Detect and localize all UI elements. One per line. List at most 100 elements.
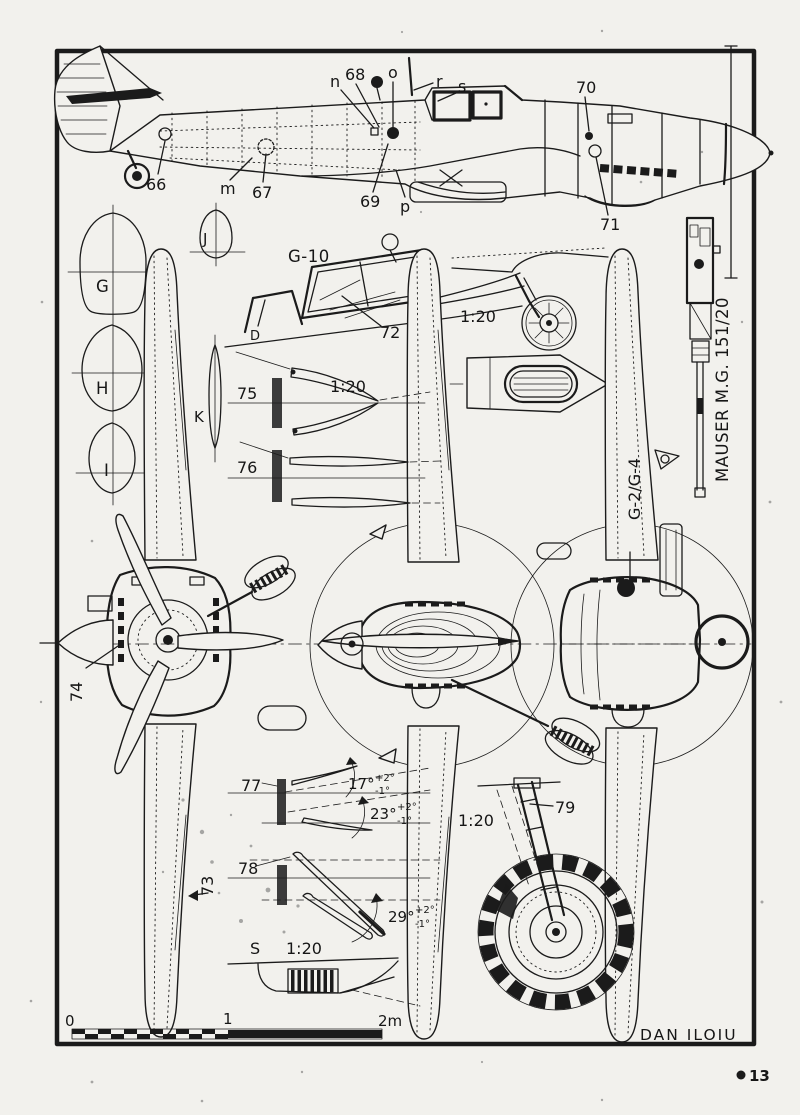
right-spinner-circle [694, 614, 750, 670]
left-gear-tire [244, 555, 296, 601]
angle-29: 29° [388, 908, 415, 926]
fuselage-outline [109, 85, 771, 207]
left-prop-blade-lower [114, 660, 170, 775]
callout-68: 68 [345, 65, 365, 84]
left-prop-blade-right [177, 631, 284, 651]
radiator-scale: 1:20 [286, 939, 322, 958]
surface-detail-77: 77 17° +2° -1° 23° +2° -1° [227, 757, 431, 839]
section-H-label: H [96, 379, 109, 398]
side-view-callouts: 66 m 67 n 68 o 69 p r s 70 71 [146, 63, 620, 234]
plan-view-right: G-2/G-4 [510, 248, 754, 1043]
right-wing-radiator [659, 523, 683, 597]
tailwheel-spokes [528, 302, 570, 344]
canopy-detail-title: G-10 [288, 247, 330, 266]
surface-detail-75: 75 1:20 [227, 351, 431, 436]
surface-detail-78: 78 29° +2° -1° [227, 851, 441, 943]
callout-m: m [220, 179, 236, 198]
fuselage-side-view: 66 m 67 n 68 o 69 p r s 70 71 [53, 45, 774, 234]
center-oil-cooler [411, 687, 441, 709]
radiator-section-detail: S 1:20 [227, 939, 421, 1007]
cross-sections: G H I J K [67, 202, 246, 506]
section-D-label: D [250, 329, 260, 344]
surface-detail-76: 76 [227, 441, 441, 508]
left-lower-wing [143, 723, 197, 1038]
gear-tire-tread [478, 854, 634, 1010]
angle-23-minus: -1° [397, 816, 412, 827]
rotation-arrow-bottom [378, 748, 397, 764]
canopy-loop-antenna [381, 233, 399, 251]
callout-71: 71 [600, 215, 620, 234]
callout-r: r [436, 72, 443, 91]
tail-fairing-plan [449, 354, 629, 413]
rudder-hatching [56, 63, 108, 135]
angle-23: 23° [370, 805, 397, 823]
angle-17: 17° [348, 775, 375, 793]
section-S-label: S [250, 939, 260, 958]
intake-fairing-oval [257, 705, 307, 731]
section-H-shape [81, 324, 143, 412]
callout-n: n [330, 72, 340, 91]
angle-17-minus: -1° [375, 786, 390, 797]
callout-79: 79 [555, 798, 575, 817]
scale-bar-0: 0 [65, 1012, 75, 1030]
callout-76: 76 [237, 458, 257, 477]
callout-s: s [458, 77, 466, 96]
rotation-arrow-top [369, 524, 387, 540]
right-wing-bracket [654, 449, 680, 470]
callout-72: 72 [380, 323, 400, 342]
df-loop [371, 76, 383, 88]
aerial-mast [407, 56, 414, 97]
center-upper-wing [406, 248, 460, 563]
right-oil-cooler [611, 708, 645, 728]
callout-77: 77 [241, 776, 261, 795]
section-K-shape [208, 344, 222, 449]
tailwheel-detail: 1:20 [451, 247, 609, 351]
left-upper-wing [143, 248, 197, 561]
center-gear-tire [544, 717, 601, 765]
angle-23-plus: +2° [397, 802, 417, 813]
section-I-shape [88, 422, 136, 494]
center-lower-wing [406, 725, 460, 1040]
page-number: 13 [749, 1067, 770, 1085]
callout-78: 78 [238, 859, 258, 878]
cowl-panels [544, 99, 701, 205]
callout-66: 66 [146, 175, 166, 194]
canopy-detail-g10: G-10 72 D [224, 233, 525, 348]
scale-bar-2m: 2m [378, 1012, 402, 1030]
signature: DAN ILOIU [640, 1026, 738, 1044]
page-bullet [736, 1070, 746, 1080]
callout-67: 67 [252, 183, 272, 202]
scale-75: 1:20 [330, 377, 366, 396]
scale-bar-1: 1 [223, 1010, 233, 1028]
right-filler-dot [617, 579, 635, 597]
cockpit-interior-lines [319, 279, 401, 319]
tailwheel-scale: 1:20 [460, 307, 496, 326]
scan-speckles [29, 29, 783, 1103]
plan-view-center [257, 248, 601, 1040]
right-cowl-bottom [559, 576, 702, 711]
callout-o: o [388, 63, 398, 82]
gun-detail: MAUSER M.G. 151/20 [685, 45, 738, 498]
left-prop-blade-upper [115, 513, 172, 626]
section-J-label: J [202, 230, 207, 248]
gear-scissor-link [496, 884, 518, 919]
left-spinner [57, 619, 114, 666]
scale-bar: 0 1 2m [65, 1010, 402, 1040]
section-G-label: G [96, 277, 109, 296]
angle-17-plus: +2° [375, 773, 395, 784]
section-I-label: I [104, 461, 109, 480]
callout-73: 73 [198, 876, 217, 896]
plan-view-left: 74 73 [39, 248, 296, 1038]
canopy [424, 84, 524, 122]
callout-75: 75 [237, 384, 257, 403]
section-K-label: K [194, 408, 205, 426]
main-gear-detail: 79 1:20 [458, 777, 635, 1011]
callout-69: 69 [360, 192, 380, 211]
section-J-shape [199, 209, 233, 259]
variant-label: G-2/G-4 [625, 458, 644, 520]
spinner-joint [722, 122, 728, 186]
sheet-frame [54, 48, 757, 1047]
gun-name: MAUSER M.G. 151/20 [713, 297, 732, 482]
